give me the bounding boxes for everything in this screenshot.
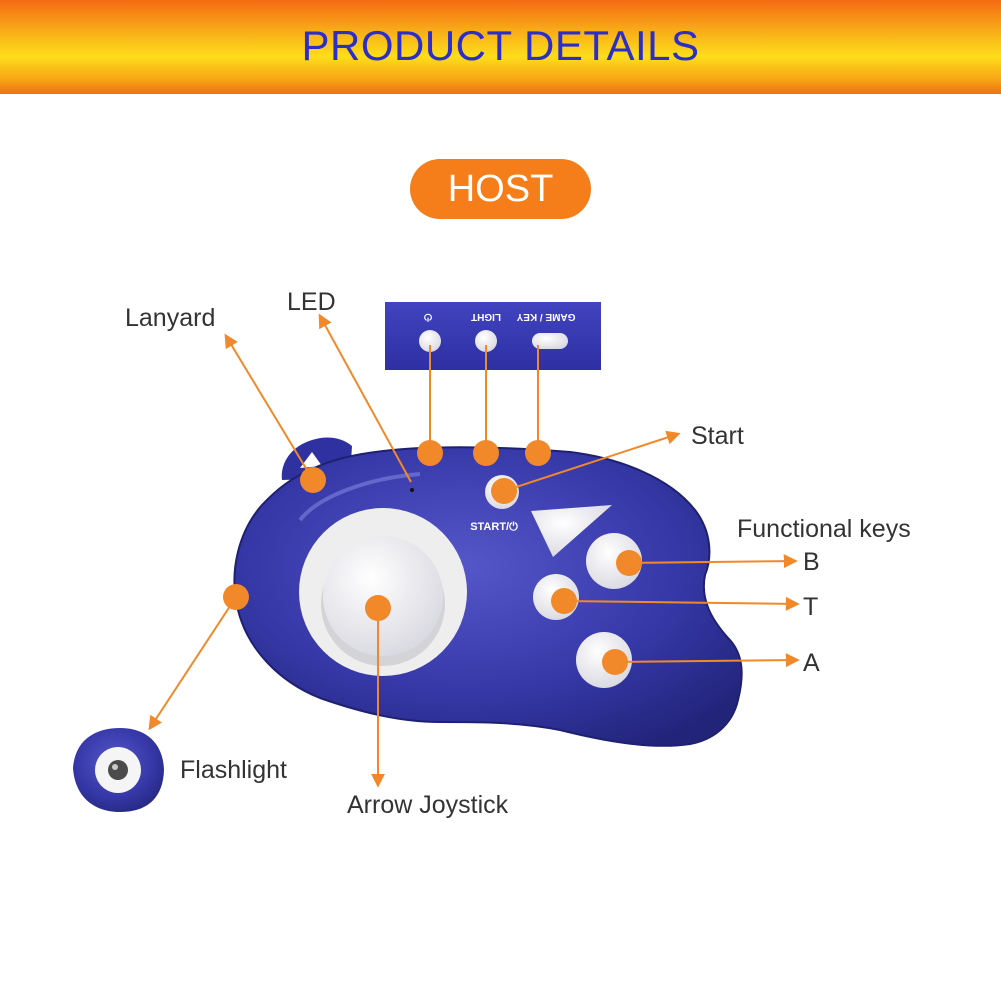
label-flashlight: Flashlight xyxy=(180,756,287,784)
top-button-panel: ⏻ LIGHT GAME / KEY xyxy=(385,302,601,370)
panel-light-label: LIGHT xyxy=(471,311,501,322)
label-led: LED xyxy=(287,288,336,316)
triangle-button[interactable] xyxy=(531,505,612,557)
start-printed-label: START/⏻ xyxy=(470,520,518,533)
panel-power-label: ⏻ xyxy=(424,311,432,323)
panel-game-key-label: GAME / KEY xyxy=(516,311,575,322)
label-start: Start xyxy=(691,422,744,450)
led-indicator xyxy=(410,488,414,492)
label-lanyard: Lanyard xyxy=(125,304,215,332)
game-key-switch[interactable] xyxy=(532,333,568,349)
host-section-badge: HOST xyxy=(410,159,591,219)
label-functional-keys: Functional keys xyxy=(737,515,911,543)
header-banner: PRODUCT DETAILS xyxy=(0,0,1001,94)
banner-title: PRODUCT DETAILS xyxy=(301,22,700,69)
label-key-b: B xyxy=(803,548,820,576)
callout-lines xyxy=(148,313,800,788)
flashlight-lens-icon xyxy=(108,760,128,780)
label-key-a: A xyxy=(803,649,820,677)
power-button[interactable] xyxy=(419,330,441,352)
flashlight-inset xyxy=(73,728,164,812)
callout-dots xyxy=(223,440,642,675)
light-button[interactable] xyxy=(475,330,497,352)
label-key-t: T xyxy=(803,593,818,621)
lanyard-hole xyxy=(300,452,322,468)
label-arrow-joystick: Arrow Joystick xyxy=(347,791,509,819)
